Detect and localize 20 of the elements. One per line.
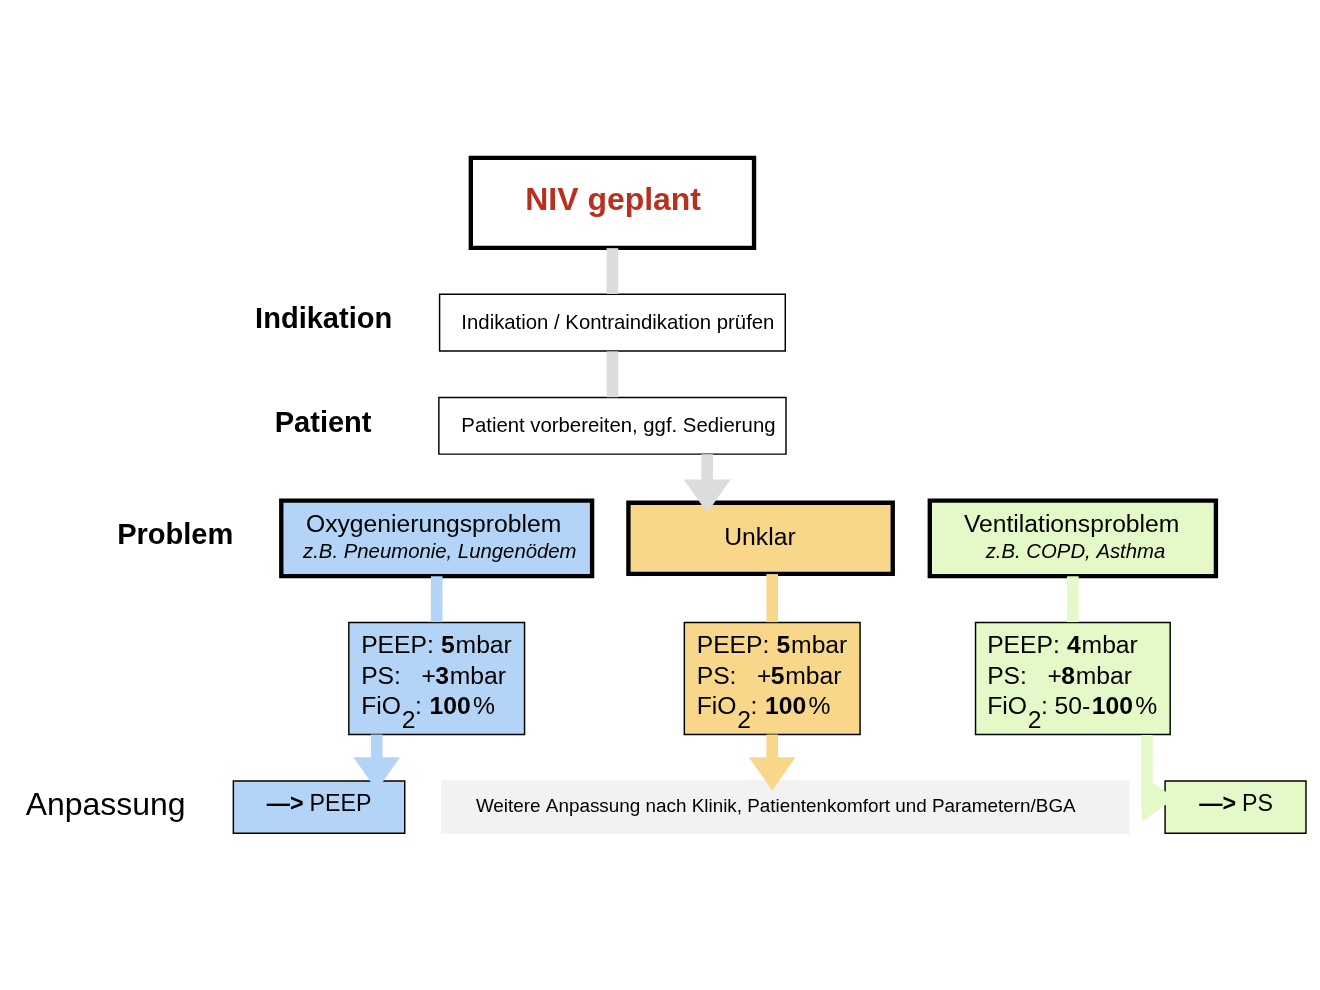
connector xyxy=(430,575,443,622)
node-box: —> PS xyxy=(1164,779,1307,834)
arrow xyxy=(748,734,796,791)
connector xyxy=(766,573,778,622)
node-box: Weitere Anpassung nach Klinik, Patientenkomfort und Parametern/BGA xyxy=(441,779,1130,834)
label: Patient xyxy=(274,405,372,438)
connector xyxy=(1067,575,1079,622)
node-box: Oxygenierungsproblem z.B. Pneumonie, Lungenödem xyxy=(279,497,595,578)
node-box: —> PEEP xyxy=(232,779,406,834)
node-box: Indikation / Kontraindikation prüfen xyxy=(438,293,786,352)
label: Anpassung xyxy=(25,785,186,822)
connector xyxy=(606,350,619,397)
label: Problem xyxy=(117,517,234,550)
node-box: Ventilationsproblem z.B. COPD, Asthma xyxy=(927,497,1219,578)
node-box: NIV geplant xyxy=(468,155,757,250)
label: Indikation xyxy=(255,301,393,334)
node-box: Unklar xyxy=(626,500,895,576)
arrow xyxy=(683,453,731,513)
node-box: Patient vorbereiten, ggf. Sedierung xyxy=(438,396,787,455)
connector xyxy=(606,247,619,294)
